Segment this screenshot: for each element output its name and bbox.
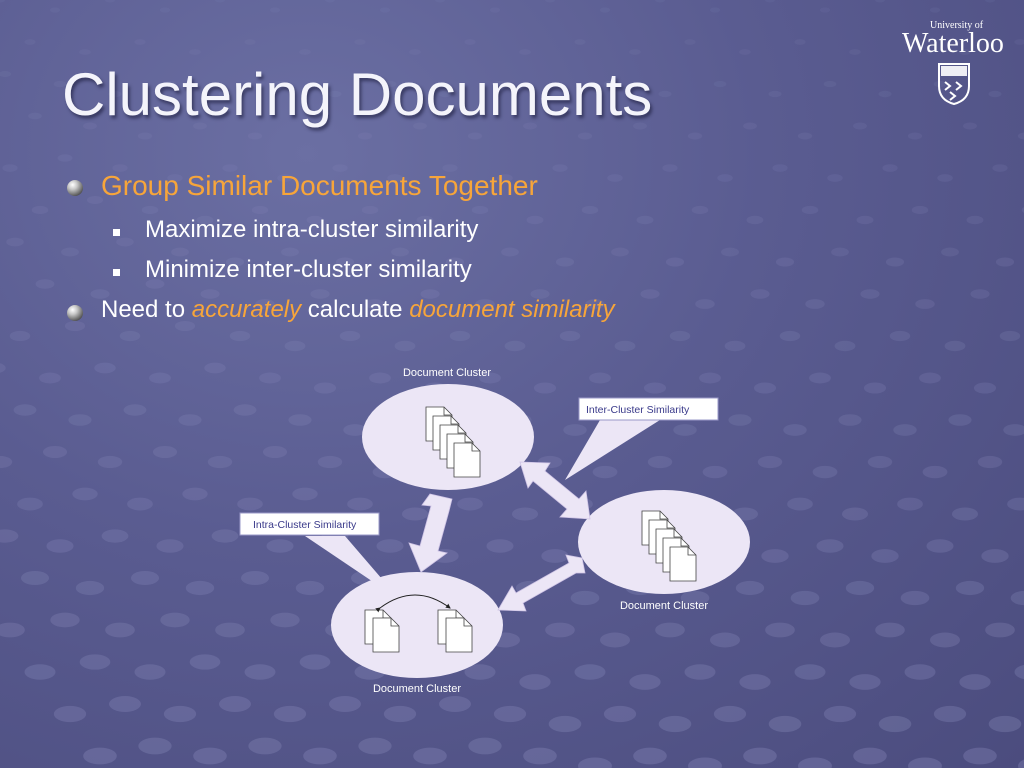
orb-bullet-icon bbox=[67, 180, 83, 196]
document-icon bbox=[669, 546, 697, 582]
bullet-1-text: Group Similar Documents Together bbox=[101, 170, 538, 201]
bullet-2-emphasis-document-similarity: document similarity bbox=[409, 296, 615, 323]
shield-icon bbox=[938, 63, 970, 106]
university-logo: University of Waterloo bbox=[900, 18, 1010, 106]
inter-callout-box bbox=[578, 397, 719, 421]
logo-wordmark: Waterloo bbox=[902, 28, 1004, 59]
inter-callout-pointer bbox=[565, 420, 660, 480]
arrow-top-bottom bbox=[408, 493, 453, 573]
cluster-bottom-label: Document Cluster bbox=[373, 683, 461, 695]
cluster-diagram: Inter-Cluster Similarity Intra-Cluster S… bbox=[239, 367, 750, 695]
document-icon bbox=[445, 617, 473, 653]
document-icon bbox=[453, 442, 481, 478]
cluster-bottom bbox=[331, 572, 503, 678]
square-bullet-icon bbox=[113, 269, 120, 276]
bullet-2-emphasis-accurately: accurately bbox=[191, 296, 302, 323]
inter-callout-text: Inter-Cluster Similarity bbox=[586, 404, 690, 416]
cluster-top-label: Document Cluster bbox=[403, 367, 491, 379]
intra-callout-text: Intra-Cluster Similarity bbox=[253, 519, 357, 531]
cluster-right-label: Document Cluster bbox=[620, 600, 708, 612]
bullet-2-middle: calculate bbox=[301, 296, 410, 323]
intra-cluster-arrow bbox=[375, 594, 451, 613]
arrow-top-right bbox=[519, 461, 591, 520]
document-icon bbox=[372, 617, 400, 653]
orb-bullet-icon bbox=[67, 305, 83, 321]
arrow-right-bottom bbox=[497, 554, 586, 612]
slide-title: Clustering Documents bbox=[62, 61, 653, 128]
intra-callout-box bbox=[239, 512, 380, 536]
bullet-2-prefix: Need to bbox=[101, 296, 192, 323]
sub-bullet-1-text: Maximize intra-cluster similarity bbox=[145, 216, 479, 243]
square-bullet-icon bbox=[113, 229, 120, 236]
logo-superscript: University of bbox=[930, 20, 984, 31]
sub-bullet-2-text: Minimize inter-cluster similarity bbox=[145, 256, 472, 283]
